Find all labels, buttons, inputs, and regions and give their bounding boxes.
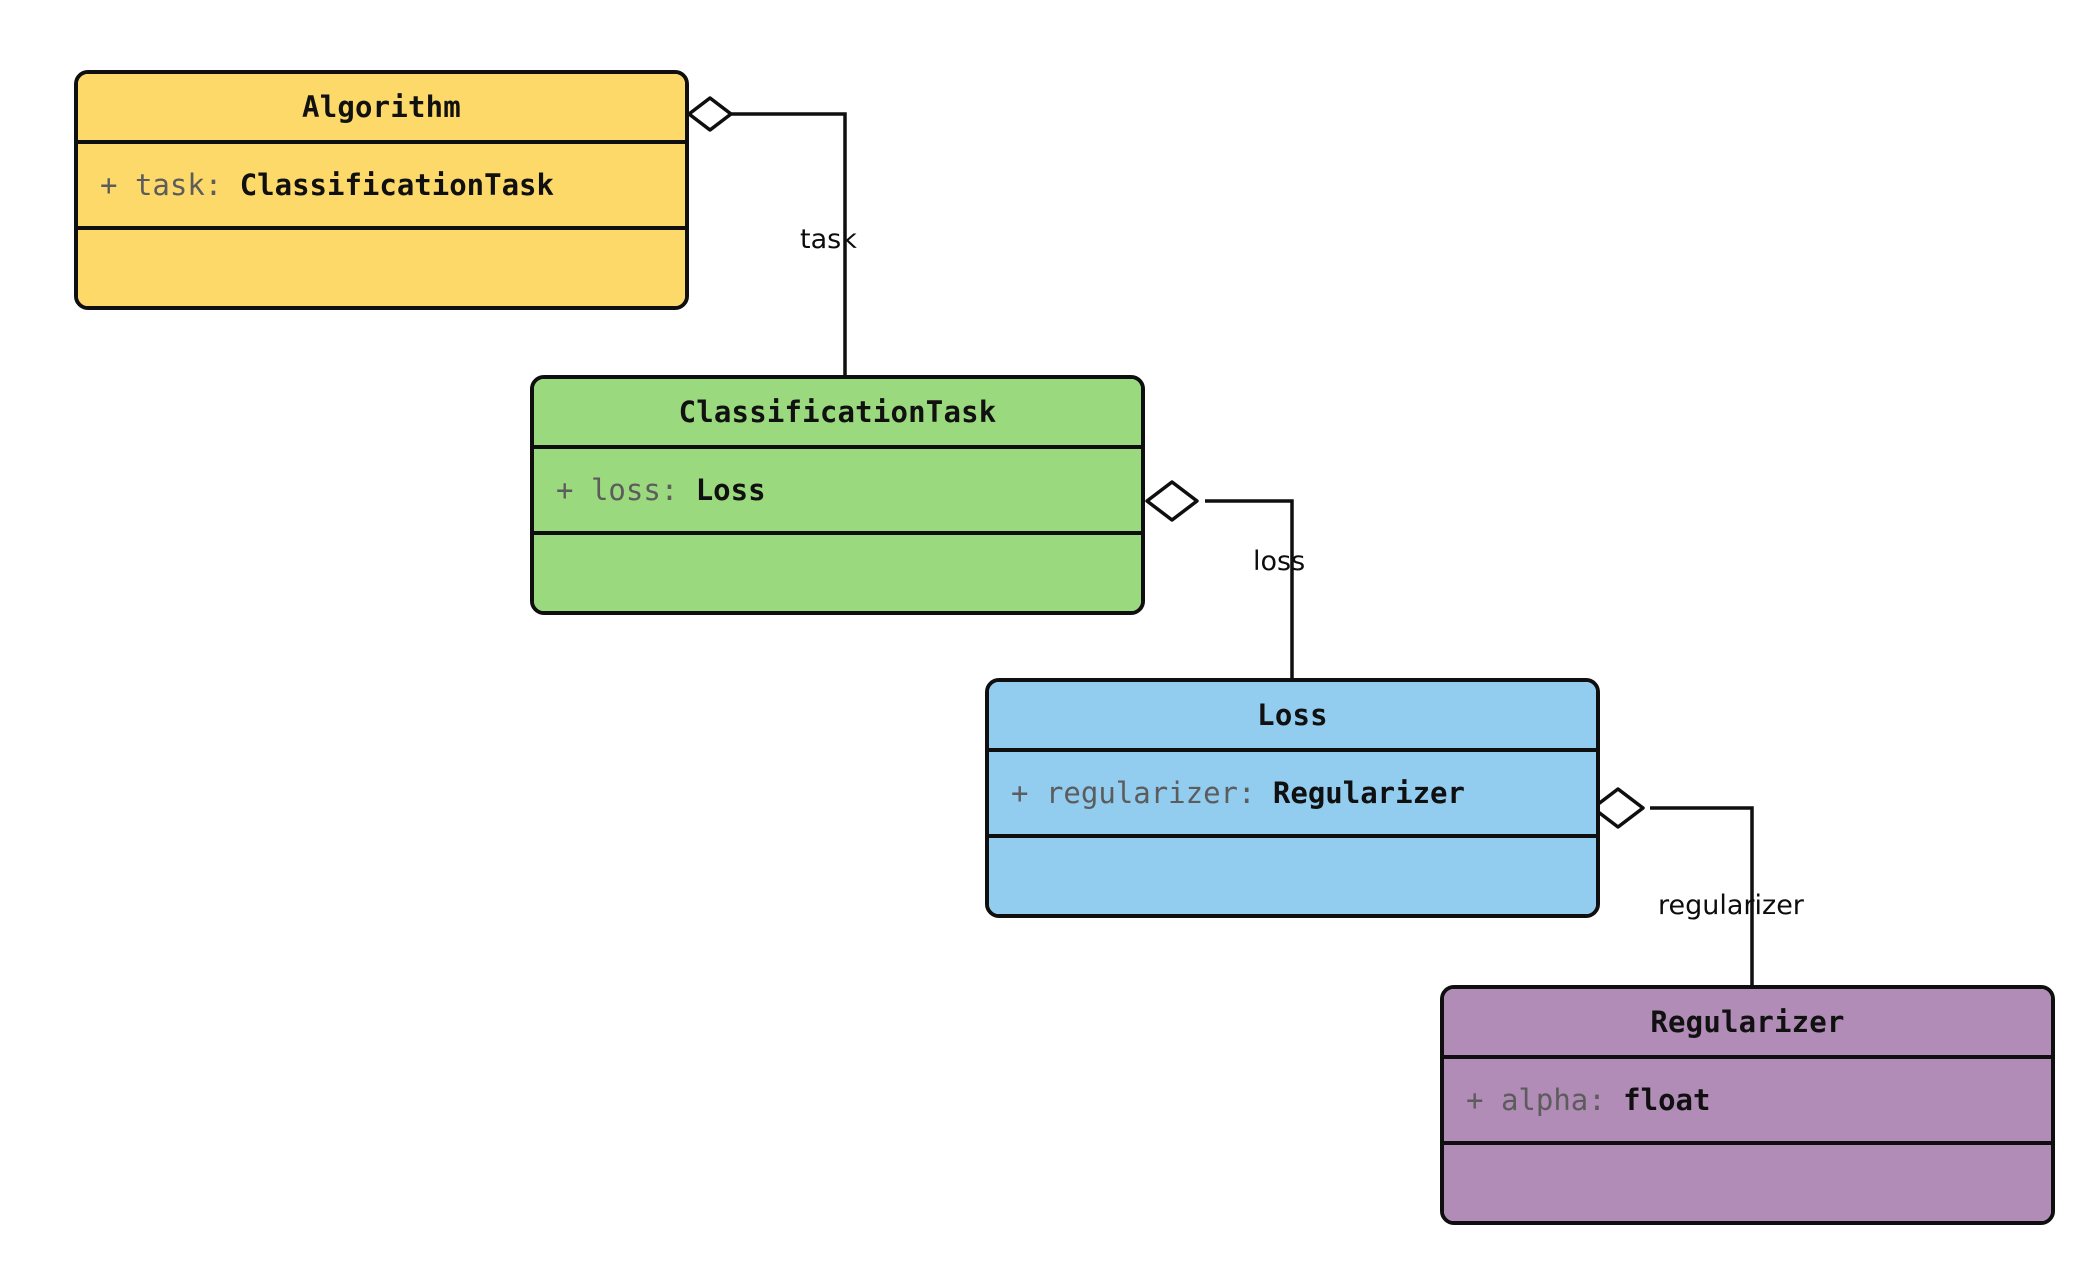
attribute-name: alpha [1500, 1082, 1589, 1117]
uml-class-loss-title: Loss [989, 682, 1596, 752]
uml-class-classification-task-methods [534, 535, 1141, 611]
uml-class-loss-attributes: + regularizer: Regularizer [989, 752, 1596, 838]
aggregation-diamond-regularizer [1591, 787, 1645, 829]
attribute-name: loss [590, 472, 661, 507]
uml-class-loss[interactable]: Loss + regularizer: Regularizer [985, 678, 1600, 918]
attribute-name: regularizer [1045, 775, 1238, 810]
uml-class-regularizer[interactable]: Regularizer + alpha: float [1440, 985, 2055, 1225]
relationship-loss [1145, 480, 1294, 688]
uml-class-algorithm-attributes: + task: ClassificationTask [78, 144, 685, 230]
attribute-visibility: + [1011, 775, 1029, 810]
uml-class-regularizer-title: Regularizer [1444, 989, 2051, 1059]
uml-class-classification-task-title: ClassificationTask [534, 379, 1141, 449]
relationship-regularizer [1591, 787, 1754, 995]
attribute-separator: : [660, 472, 696, 507]
attribute-type: float [1623, 1082, 1711, 1117]
attribute-row: + loss: Loss [534, 472, 766, 507]
attribute-type: ClassificationTask [239, 167, 554, 202]
uml-class-loss-methods [989, 838, 1596, 914]
attribute-separator: : [1588, 1082, 1624, 1117]
uml-class-algorithm[interactable]: Algorithm + task: ClassificationTask [74, 70, 689, 310]
uml-class-regularizer-attributes: + alpha: float [1444, 1059, 2051, 1145]
aggregation-diamond-loss [1145, 480, 1199, 522]
uml-class-classification-task[interactable]: ClassificationTask + loss: Loss [530, 375, 1145, 615]
attribute-type: Regularizer [1272, 775, 1465, 810]
edge-label-loss: loss [1253, 546, 1306, 577]
edge-label-regularizer: regularizer [1658, 890, 1804, 921]
edge-label-task: task [800, 224, 857, 255]
relationship-task [687, 96, 847, 385]
attribute-row: + task: ClassificationTask [78, 167, 554, 202]
uml-class-algorithm-methods [78, 230, 685, 306]
uml-class-algorithm-title: Algorithm [78, 74, 685, 144]
attribute-visibility: + [556, 472, 574, 507]
attribute-separator: : [1238, 775, 1273, 810]
attribute-type: Loss [695, 472, 766, 507]
attribute-separator: : [204, 167, 240, 202]
attribute-visibility: + [1466, 1082, 1484, 1117]
attribute-row: + regularizer: Regularizer [989, 775, 1465, 810]
uml-class-classification-task-attributes: + loss: Loss [534, 449, 1141, 535]
aggregation-diamond-task [687, 96, 733, 132]
attribute-name: task [134, 167, 205, 202]
attribute-row: + alpha: float [1444, 1082, 1711, 1117]
uml-class-regularizer-methods [1444, 1145, 2051, 1221]
attribute-visibility: + [100, 167, 118, 202]
